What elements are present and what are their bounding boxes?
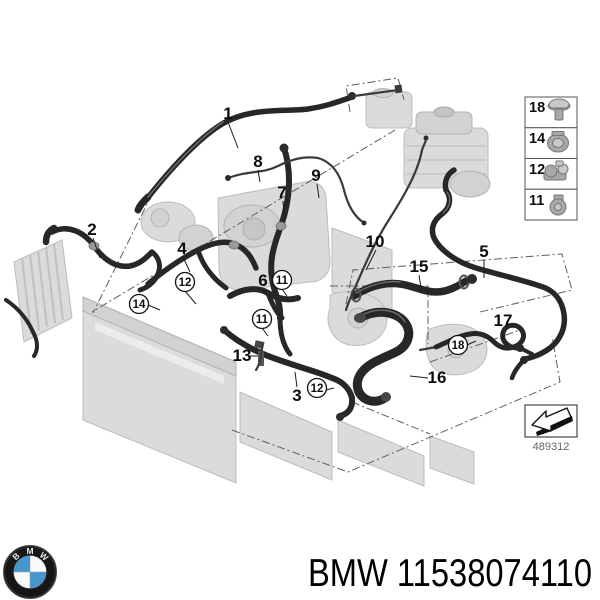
hose-5 (429, 167, 568, 381)
quick-release-clamp-icon (543, 160, 569, 181)
charge-air-cooler (217, 181, 331, 291)
fastener-legend: 18 14 12 (524, 96, 578, 221)
callout-clamp-11-b: 11 (251, 308, 273, 330)
callout-9: 9 (311, 166, 320, 185)
hose-left-lower (4, 298, 39, 358)
ref-arrow-box: 489312 (524, 404, 578, 453)
callout-clamp-12-b: 12 (306, 377, 328, 399)
expansion-tank (403, 106, 491, 198)
svg-text:12: 12 (179, 277, 192, 289)
svg-text:11: 11 (256, 314, 269, 326)
callout-2: 2 (87, 220, 96, 239)
radiator-main (82, 296, 237, 484)
leader-lines (92, 121, 504, 391)
pipe-10 (344, 135, 429, 312)
hose-clamp-small-icon (549, 194, 567, 216)
compressor (140, 201, 214, 252)
hose-4 (145, 239, 259, 291)
callout-clamp-11-a: 11 (271, 269, 293, 291)
bmw-logo-icon: B M W (3, 545, 57, 599)
callout-5: 5 (479, 242, 488, 261)
svg-text:11: 11 (529, 193, 544, 209)
hose-1 (134, 84, 403, 214)
radiator-small (13, 239, 73, 343)
callout-8: 8 (253, 152, 262, 171)
ref-code: 489312 (533, 441, 570, 453)
hose-clamp-icon (547, 131, 569, 153)
legend-row-18: 18 (524, 96, 578, 129)
bracket-13 (254, 340, 265, 372)
part-number-text: BMW 11538074110 (308, 552, 592, 595)
legend-row-11: 11 (524, 188, 578, 221)
callout-13: 13 (233, 346, 252, 365)
callout-10: 10 (366, 232, 385, 251)
logo-letter-m: M (26, 546, 33, 556)
callout-7: 7 (277, 183, 286, 202)
hose-15 (350, 274, 477, 303)
svg-text:12: 12 (311, 383, 324, 395)
pipe-9 (316, 156, 367, 226)
svg-text:14: 14 (133, 299, 146, 311)
callout-clamp-12-a: 12 (174, 271, 196, 293)
callout-3: 3 (292, 386, 301, 405)
callout-4: 4 (177, 239, 187, 258)
callout-1: 1 (223, 104, 232, 123)
pipe-8 (225, 156, 320, 181)
hose-3 (220, 315, 356, 421)
callout-17: 17 (494, 311, 513, 330)
callout-16: 16 (428, 368, 447, 387)
svg-text:11: 11 (276, 275, 289, 287)
push-rivet-icon (547, 98, 571, 121)
svg-text:14: 14 (529, 131, 545, 147)
condenser-panels (239, 391, 475, 487)
svg-text:18: 18 (452, 340, 465, 352)
callout-6: 6 (258, 271, 267, 290)
callout-clamp-18: 18 (447, 334, 469, 356)
svg-text:12: 12 (529, 162, 545, 178)
cooling-hoses-diagram: 1 8 9 7 2 4 10 5 15 6 17 13 16 3 12 14 1… (4, 77, 578, 487)
logo-letter-b: B (10, 551, 21, 563)
legend-row-14: 14 (524, 127, 578, 159)
zone-outlines (91, 77, 573, 473)
legend-row-12: 12 (524, 158, 578, 190)
direction-arrow-icon (531, 407, 573, 436)
svg-text:18: 18 (529, 100, 545, 116)
hose-16 (352, 307, 414, 406)
callout-clamp-14: 14 (128, 293, 150, 315)
footer: B M W BMW 11538074110 (3, 545, 592, 599)
hose-7 (268, 143, 293, 321)
callout-15: 15 (410, 257, 429, 276)
